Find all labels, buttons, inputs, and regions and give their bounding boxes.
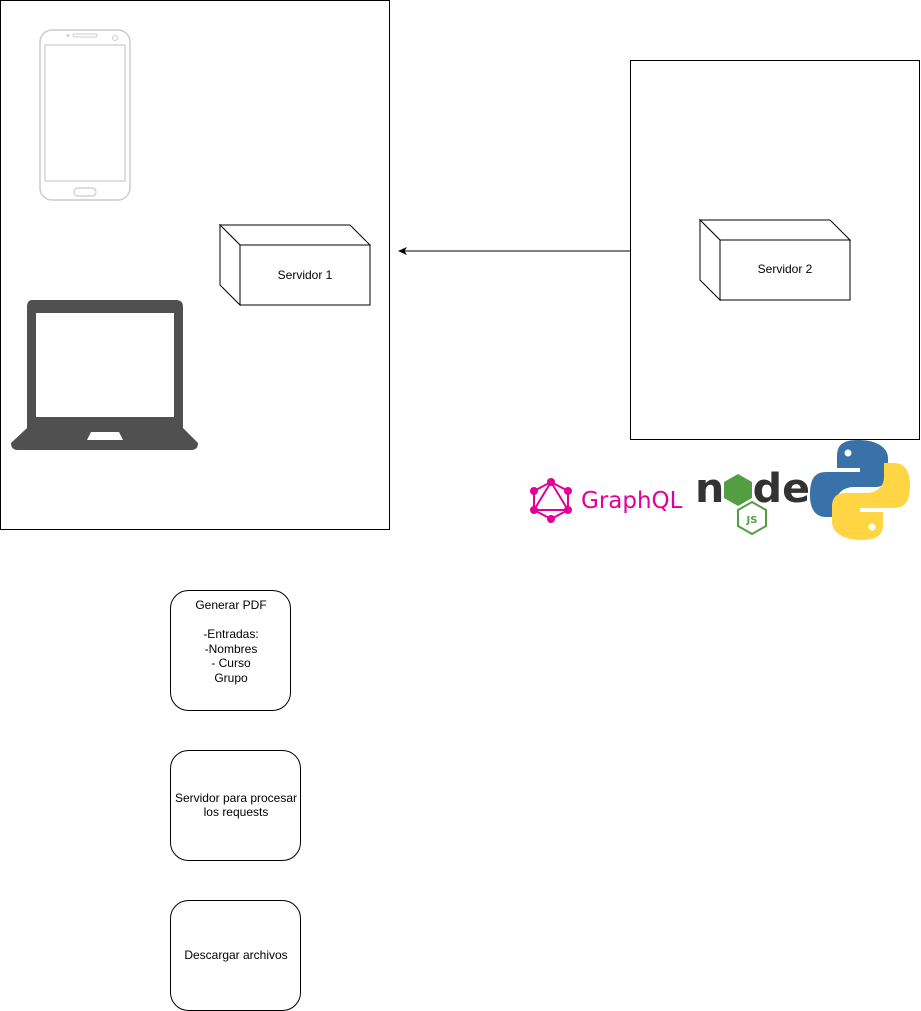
python-icon bbox=[810, 440, 910, 540]
note-generar-pdf-text: Generar PDF -Entradas: -Nombres - Curso … bbox=[195, 598, 267, 685]
laptop-icon bbox=[11, 300, 198, 450]
nodejs-text: node bbox=[695, 466, 810, 512]
note-descargar-archivos-text: Descargar archivos bbox=[184, 947, 288, 962]
server-1-label: Servidor 1 bbox=[278, 268, 333, 282]
server-1[interactable]: Servidor 1 bbox=[218, 223, 372, 307]
graphql-logo: GraphQL bbox=[530, 478, 683, 523]
note-generar-pdf[interactable] bbox=[170, 590, 291, 711]
server-2-label: Servidor 2 bbox=[758, 262, 813, 276]
nodejs-icon bbox=[724, 474, 752, 506]
note-servidor-requests[interactable] bbox=[170, 750, 301, 861]
nodejs-badge: JS bbox=[746, 515, 758, 526]
note-servidor-requests-text: Servidor para procesar los requests bbox=[174, 790, 298, 820]
smartphone-icon bbox=[39, 29, 131, 201]
server-2[interactable]: Servidor 2 bbox=[698, 218, 852, 302]
nodejs-logo: node JS bbox=[695, 466, 810, 536]
graphql-icon bbox=[532, 480, 570, 521]
graphql-text: GraphQL bbox=[581, 488, 683, 514]
